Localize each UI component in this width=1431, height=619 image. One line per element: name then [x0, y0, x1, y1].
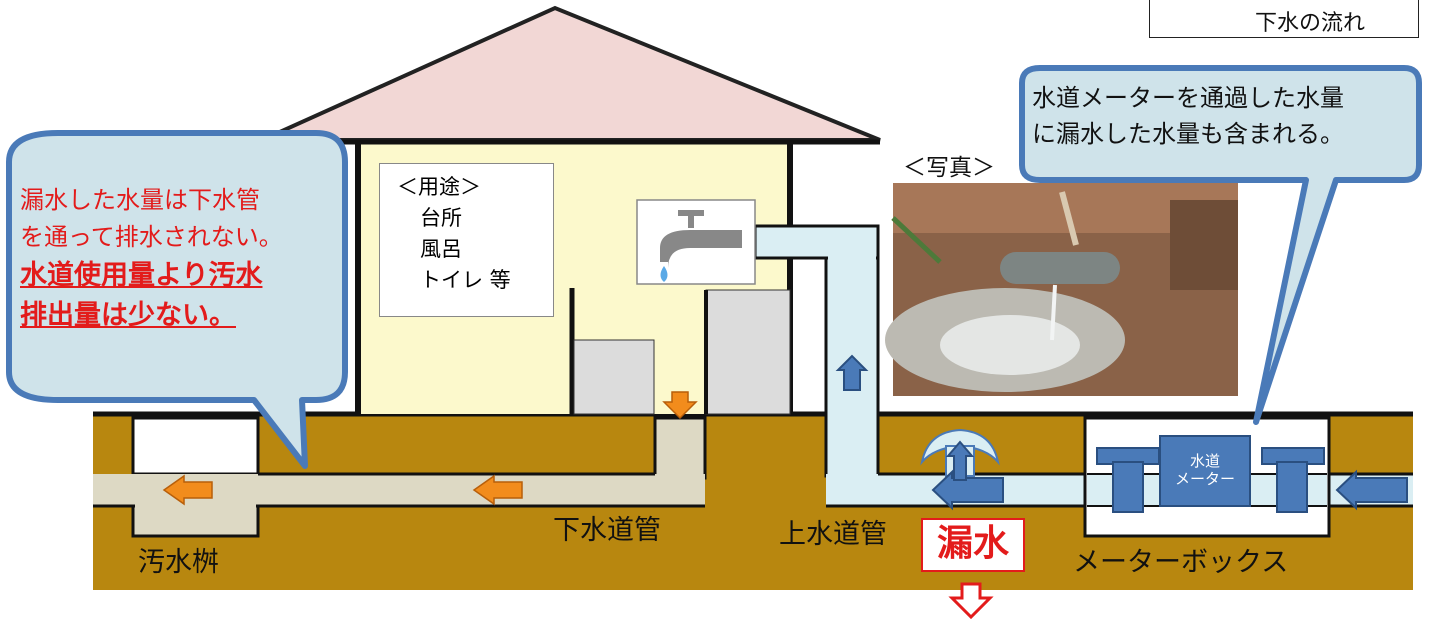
- usage-box: ＜用途＞ 台所 風呂 トイレ 等: [379, 163, 554, 317]
- callout-left-text: 漏水した水量は下水管 を通って排水されない。 水道使用量より汚水 排出量は少ない…: [20, 182, 283, 336]
- water-pipe-bend: [828, 228, 876, 288]
- flow-arrow-right: [1335, 469, 1408, 511]
- sewage-arrow-left-1: [472, 474, 523, 506]
- floor-step-right: [705, 289, 791, 415]
- callout-left-bubble: [6, 130, 348, 469]
- faucet-icon: [660, 210, 742, 282]
- valve-left: [1096, 447, 1160, 513]
- sewage-basin-sump: [131, 504, 260, 538]
- label-leak: 漏水: [921, 518, 1025, 572]
- sewage-basin: [131, 416, 260, 476]
- sewage-arrow-down: [662, 391, 698, 420]
- label-sewer-pipe: 下水道管: [553, 515, 661, 546]
- meter-label-line1: 水道: [1189, 452, 1220, 470]
- meter-label-line2: メーター: [1174, 470, 1235, 488]
- floor-step-left: [573, 339, 655, 415]
- leak-photo: [885, 183, 1238, 396]
- label-sewage-basin: 汚水桝: [138, 547, 219, 578]
- legend-label: 下水の流れ: [1255, 11, 1366, 36]
- valve-right: [1261, 447, 1325, 513]
- callout-right-bubble: [1019, 65, 1422, 425]
- meter-label: 水道 メーター: [1162, 452, 1248, 488]
- sewer-drop: [653, 416, 707, 480]
- callout-right-text: 水道メーターを通過した水量 に漏水した水量も含まれる。: [1032, 80, 1344, 152]
- usage-title: ＜用途＞: [397, 175, 481, 199]
- legend: 下水の流れ: [1149, 0, 1419, 38]
- callout-left-emph2: 排出量は少ない。: [20, 300, 236, 331]
- flow-arrow-up: [835, 354, 869, 391]
- sewage-arrow-left-2: [162, 474, 213, 506]
- callout-left-emph1: 水道使用量より汚水: [20, 260, 263, 291]
- usage-item-bath: 風呂: [420, 237, 462, 261]
- callout-left-line1: 漏水した水量は下水管: [20, 186, 260, 214]
- roof: [261, 5, 881, 142]
- label-meter-box: メーターボックス: [1073, 547, 1289, 578]
- flow-arrow-left: [931, 469, 1004, 511]
- usage-item-toilet: トイレ 等: [420, 268, 511, 292]
- callout-right-line2: に漏水した水量も含まれる。: [1032, 120, 1344, 148]
- label-water-pipe: 上水道管: [779, 519, 887, 550]
- callout-left-line2: を通って排水されない。: [20, 223, 283, 251]
- callout-right-line1: 水道メーターを通過した水量: [1032, 84, 1344, 112]
- sewage-basin-join: [135, 500, 256, 510]
- photo-caption: ＜写真＞: [903, 155, 995, 181]
- leak-arrow-down: [948, 582, 994, 619]
- flow-arrow-leak-up: [945, 440, 975, 481]
- usage-item-kitchen: 台所: [420, 206, 462, 230]
- water-meter: [1159, 435, 1251, 507]
- water-pipe-corner: [828, 460, 876, 504]
